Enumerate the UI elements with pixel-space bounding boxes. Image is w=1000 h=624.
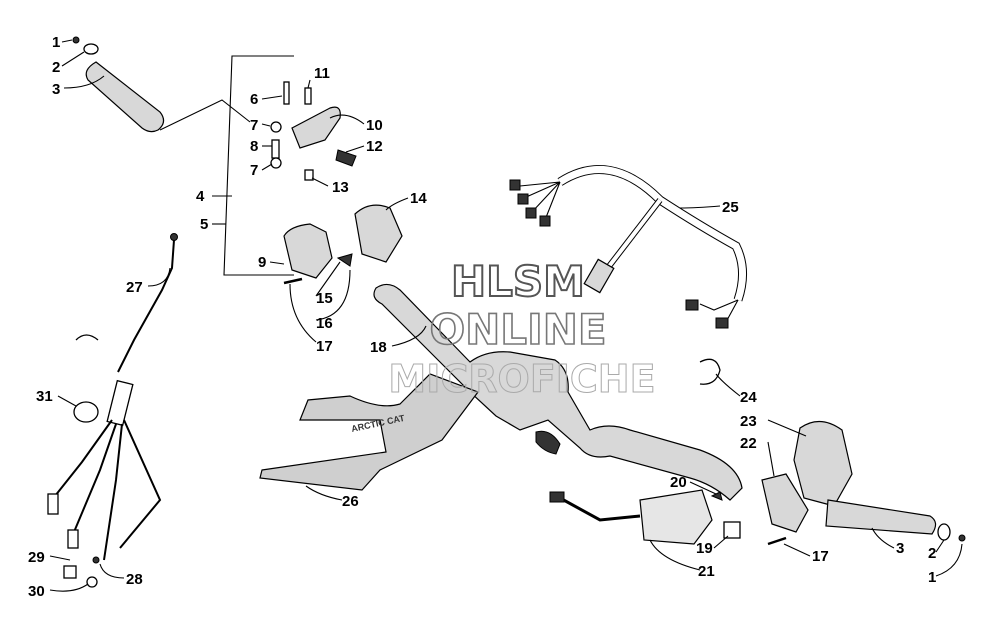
right-grip-end-cap <box>937 523 951 541</box>
bushing-8 <box>271 139 280 159</box>
callout-5: 5 <box>200 216 208 233</box>
nut-30 <box>86 576 98 588</box>
cable-end-a <box>47 493 59 515</box>
switch-23 <box>793 420 853 507</box>
callout-21: 21 <box>698 563 715 580</box>
harness-plug-c <box>525 207 537 219</box>
throttle-lever-10 <box>291 106 341 149</box>
cable-end-b <box>67 529 79 549</box>
screw-17b <box>767 536 787 546</box>
callout-12: 12 <box>366 138 383 155</box>
harness-connector-main <box>583 258 615 294</box>
callout-28: 28 <box>126 571 143 588</box>
pin-6 <box>283 81 290 105</box>
left-grip-screw <box>72 36 80 44</box>
callout-labels: 1 2 3 4 5 6 7 8 7 9 10 11 12 13 14 15 16… <box>28 34 936 600</box>
pad-26 <box>259 373 479 491</box>
handlebar <box>373 283 743 501</box>
callout-31: 31 <box>36 388 53 405</box>
connector-21 <box>549 491 565 503</box>
switch-14 <box>354 204 403 263</box>
callout-13: 13 <box>332 179 349 196</box>
spring-11 <box>304 87 312 105</box>
leader-lines <box>49 39 963 592</box>
callout-18: 18 <box>370 339 387 356</box>
harness-plug-a <box>509 179 521 191</box>
callout-30: 30 <box>28 583 45 600</box>
switch-bracket-outline <box>223 55 294 276</box>
harness-plug-f <box>715 317 729 329</box>
screw-15 <box>336 253 353 267</box>
callout-15: 15 <box>316 290 333 307</box>
right-grip-screw <box>958 534 966 542</box>
callout-25: 25 <box>722 199 739 216</box>
left-grip-end-cap <box>83 43 99 55</box>
switch-housing-9 <box>283 223 333 279</box>
harness-plug-e <box>685 299 699 311</box>
bracket-21 <box>639 489 713 545</box>
nut-28 <box>92 556 100 564</box>
throttle-cable <box>47 233 178 588</box>
callout-2-right: 2 <box>928 545 936 562</box>
callout-27: 27 <box>126 279 143 296</box>
adjuster-29 <box>63 565 77 579</box>
cap-19 <box>723 521 741 539</box>
clip-31 <box>73 401 99 423</box>
callout-16: 16 <box>316 315 333 332</box>
callout-24: 24 <box>740 389 757 406</box>
callout-11: 11 <box>314 65 330 82</box>
handlebar-pad: ARCTIC CAT <box>259 373 479 491</box>
bracket-22 <box>761 473 809 533</box>
harness-plug-b <box>517 193 529 205</box>
callout-7-lower: 7 <box>250 162 258 179</box>
callout-20: 20 <box>670 474 687 491</box>
callout-8: 8 <box>250 138 258 155</box>
callout-17-right: 17 <box>812 548 829 565</box>
cable-junction <box>106 379 134 427</box>
callout-26: 26 <box>342 493 359 510</box>
callout-23: 23 <box>740 413 757 430</box>
callout-3-left: 3 <box>52 81 60 98</box>
connector-12 <box>335 149 357 167</box>
watermark-line-3: MICROFICHE <box>388 357 655 401</box>
right-side-assembly <box>549 358 966 546</box>
callout-14: 14 <box>410 190 427 207</box>
callout-9: 9 <box>258 254 266 271</box>
clip-31-arc <box>75 334 99 341</box>
callout-29: 29 <box>28 549 45 566</box>
watermark-line-2: ONLINE <box>429 305 606 354</box>
right-grip <box>825 499 937 535</box>
throttle-assembly <box>270 81 403 285</box>
callout-3-right: 3 <box>896 540 904 557</box>
washer-7b <box>270 157 282 169</box>
callout-1-left: 1 <box>52 34 60 51</box>
harness-plug-d <box>539 215 551 227</box>
watermark: HLSM ONLINE MICROFICHE <box>388 256 656 402</box>
left-grip <box>85 61 165 133</box>
handlebar-clamp <box>535 430 561 455</box>
callout-6: 6 <box>250 91 258 108</box>
washer-7a <box>270 121 282 133</box>
callout-2-left: 2 <box>52 59 60 76</box>
screw-17a <box>283 277 303 285</box>
callout-1-right: 1 <box>928 569 936 586</box>
clip-13 <box>304 169 314 181</box>
left-grip-assembly <box>72 36 251 133</box>
callout-7-upper: 7 <box>250 117 258 134</box>
callout-17-left: 17 <box>316 338 333 355</box>
callout-4: 4 <box>196 188 205 205</box>
wiring-harness <box>509 165 747 329</box>
callout-19: 19 <box>696 540 713 557</box>
handlebar-tube <box>373 283 743 501</box>
clip-24 <box>699 358 721 385</box>
cable-end-ball <box>170 233 178 241</box>
callout-22: 22 <box>740 435 757 452</box>
callout-10: 10 <box>366 117 383 134</box>
watermark-line-1: HLSM <box>451 257 585 306</box>
